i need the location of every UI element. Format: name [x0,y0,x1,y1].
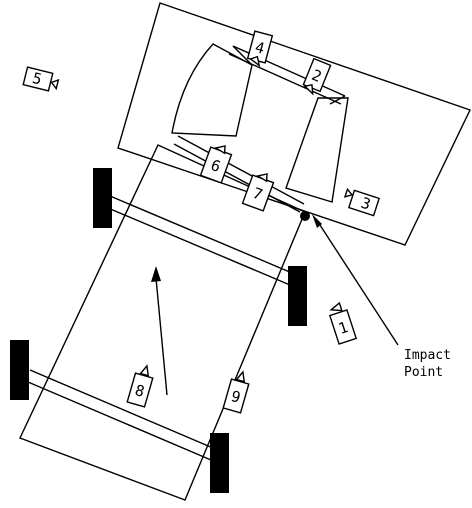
front-right-wheel [288,266,307,326]
target-car-rear-window [171,43,253,137]
camera-lens-icon [213,145,226,155]
camera-lens-icon [303,83,314,96]
impact-point-marker [300,211,310,221]
camera-5: 5 [22,66,60,92]
impact-leader-line [317,221,399,346]
camera-lens-icon [249,55,261,68]
camera-4: 4 [246,30,274,68]
target-car [117,2,471,246]
arrowhead-icon [151,266,161,282]
impact-label-line1: Impact [404,348,451,363]
front-left-wheel [93,168,112,228]
camera-lens-icon [343,187,354,198]
rear-left-wheel [10,340,29,400]
rear-right-wheel [210,433,229,493]
camera-lens-icon [329,301,343,312]
camera-lens-icon [255,173,268,183]
camera-6: 6 [199,145,233,184]
camera-lens-icon [235,370,246,383]
target-car-body [117,2,471,246]
camera-8: 8 [126,364,154,408]
camera-2: 2 [302,57,332,96]
impact-label-line2: Point [404,365,443,380]
camera-3: 3 [343,187,381,217]
travel-direction-arrow [155,277,168,396]
camera-7: 7 [241,173,275,212]
camera-label: 5 [30,69,43,89]
camera-9: 9 [222,370,250,414]
leader-arrowhead-icon [312,214,322,228]
target-car-front-window [285,97,349,203]
bullet-car [10,144,307,501]
camera-1: 1 [328,301,358,345]
camera-lens-icon [50,78,60,91]
camera-lens-icon [139,364,150,377]
camera-label: 4 [253,38,266,58]
